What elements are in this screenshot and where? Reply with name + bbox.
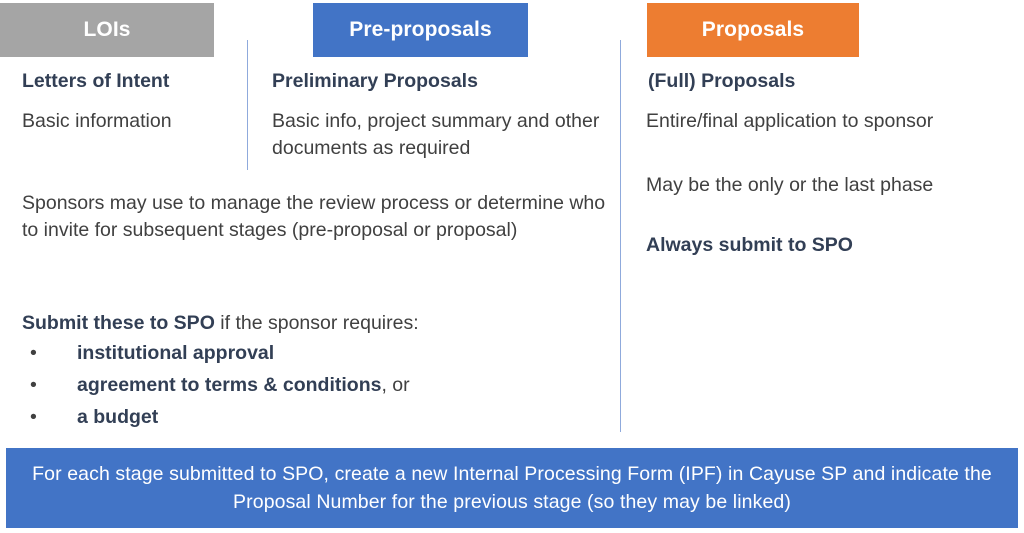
requirements-list: • institutional approval • agreement to … [22, 340, 607, 436]
stage-chip-pre-proposals: Pre-proposals [313, 3, 528, 57]
pre-proposals-heading: Preliminary Proposals [272, 70, 478, 92]
bullet-dot-icon: • [30, 405, 37, 428]
proposals-body-entire-application: Entire/final application to sponsor [646, 110, 934, 132]
pre-proposals-body: Basic info, project summary and other do… [272, 110, 600, 159]
list-item: • a budget [22, 404, 607, 431]
stage-chip-proposals-label: Proposals [701, 18, 805, 41]
shared-paragraph: Sponsors may use to manage the review pr… [22, 192, 606, 241]
stage-chip-lois-label: LOIs [83, 18, 131, 41]
stage-chip-pre-proposals-label: Pre-proposals [349, 18, 492, 41]
column-divider-right [620, 40, 621, 432]
bullet-intro-rest: if the sponsor requires: [214, 312, 419, 334]
list-item: • institutional approval [22, 340, 607, 367]
proposals-body-always-submit: Always submit to SPO [646, 234, 853, 256]
bullet-dot-icon: • [30, 373, 37, 396]
list-item-rest: , or [381, 373, 410, 396]
list-item-bold: institutional approval [77, 342, 275, 364]
bullet-intro: Submit these to SPO if the sponsor requi… [22, 310, 607, 337]
lois-heading: Letters of Intent [22, 70, 170, 92]
bullet-intro-bold: Submit these to SPO [22, 312, 215, 334]
bottom-callout-banner: For each stage submitted to SPO, create … [6, 448, 1018, 528]
lois-body: Basic information [22, 110, 172, 132]
bullet-dot-icon: • [30, 342, 37, 364]
proposals-heading: (Full) Proposals [648, 70, 796, 92]
list-item: • agreement to terms & conditions, or [22, 372, 607, 399]
stage-chip-lois: LOIs [0, 3, 214, 57]
stage-chip-proposals: Proposals [647, 3, 859, 57]
proposals-body-only-or-last-phase: May be the only or the last phase [646, 174, 934, 196]
column-divider-left [247, 40, 248, 170]
list-item-bold: a budget [77, 405, 159, 428]
list-item-bold: agreement to terms & conditions [77, 373, 382, 396]
bottom-callout-text: For each stage submitted to SPO, create … [32, 462, 992, 513]
